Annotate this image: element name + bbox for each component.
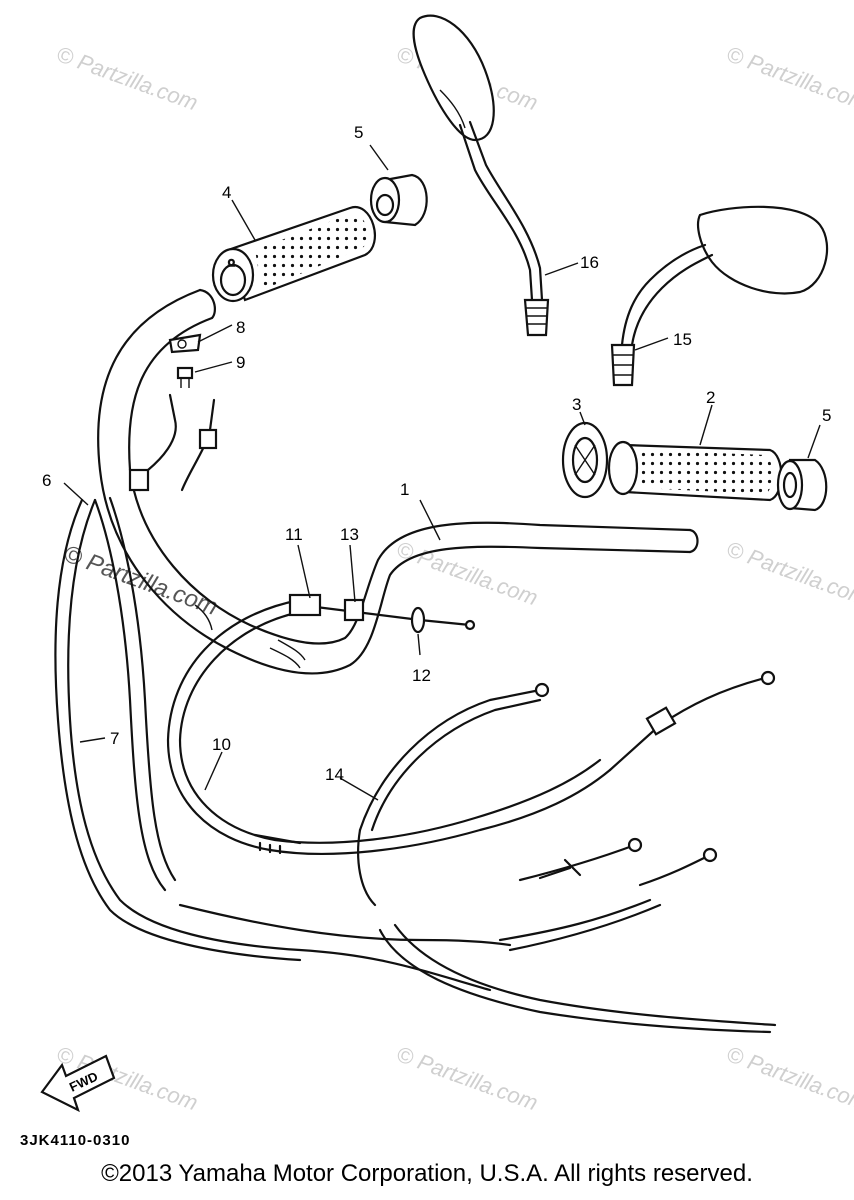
grip-housing-part-3 (561, 421, 609, 499)
watermark-3: © Partzilla.com (723, 41, 854, 115)
plate-part-8 (168, 333, 202, 354)
callout-3: 3 (572, 395, 581, 414)
mirror-part-16 (412, 14, 550, 337)
callout-7: 7 (110, 729, 119, 748)
callout-10: 10 (212, 735, 231, 754)
watermark-8: © Partzilla.com (723, 1041, 854, 1115)
cable-part-6-7 (54, 496, 777, 1034)
copyright-notice: ©2013 Yamaha Motor Corporation, U.S.A. A… (101, 1160, 753, 1187)
grip-end-part-5-top (369, 173, 428, 227)
leader-lines (63, 144, 821, 801)
svg-text:Ω: Ω (228, 258, 235, 268)
callout-14: 14 (325, 765, 344, 784)
watermark-7: © Partzilla.com (393, 1041, 541, 1115)
callout-5-right: 5 (822, 406, 831, 425)
cable-adjuster-11-12-13 (288, 593, 476, 634)
cable-part-14 (357, 682, 718, 907)
callout-4: 4 (222, 183, 231, 202)
watermark-1: © Partzilla.com (53, 41, 201, 115)
callout-8: 8 (236, 318, 245, 337)
callout-6: 6 (42, 471, 51, 490)
cable-part-10 (166, 598, 776, 856)
callout-5-top: 5 (354, 123, 363, 142)
callout-1: 1 (400, 480, 409, 499)
handlebar-part-1 (97, 288, 699, 675)
fwd-arrow-icon: FWD (40, 1054, 116, 1113)
callout-13: 13 (340, 525, 359, 544)
callout-9: 9 (236, 353, 245, 372)
grip-end-part-5-right (776, 458, 828, 512)
callout-labels: 1 2 3 4 5 5 6 7 8 9 10 11 12 13 14 15 16 (42, 123, 831, 784)
grip-part-4: Ω (211, 206, 376, 303)
mirror-part-15 (610, 205, 829, 387)
screw-part-9 (176, 366, 194, 388)
grip-part-2 (607, 440, 783, 502)
callout-2: 2 (706, 388, 715, 407)
watermark-5: © Partzilla.com (723, 536, 854, 610)
watermarks: © Partzilla.com © Partzilla.com © Partzi… (53, 41, 854, 1115)
callout-16: 16 (580, 253, 599, 272)
callout-11: 11 (285, 525, 303, 544)
part-code: 3JK4110-0310 (20, 1132, 131, 1149)
callout-12: 12 (412, 666, 431, 685)
throttle-cable-ends (128, 393, 218, 492)
callout-15: 15 (673, 330, 692, 349)
watermark-9: © Partzilla.com (60, 540, 221, 621)
